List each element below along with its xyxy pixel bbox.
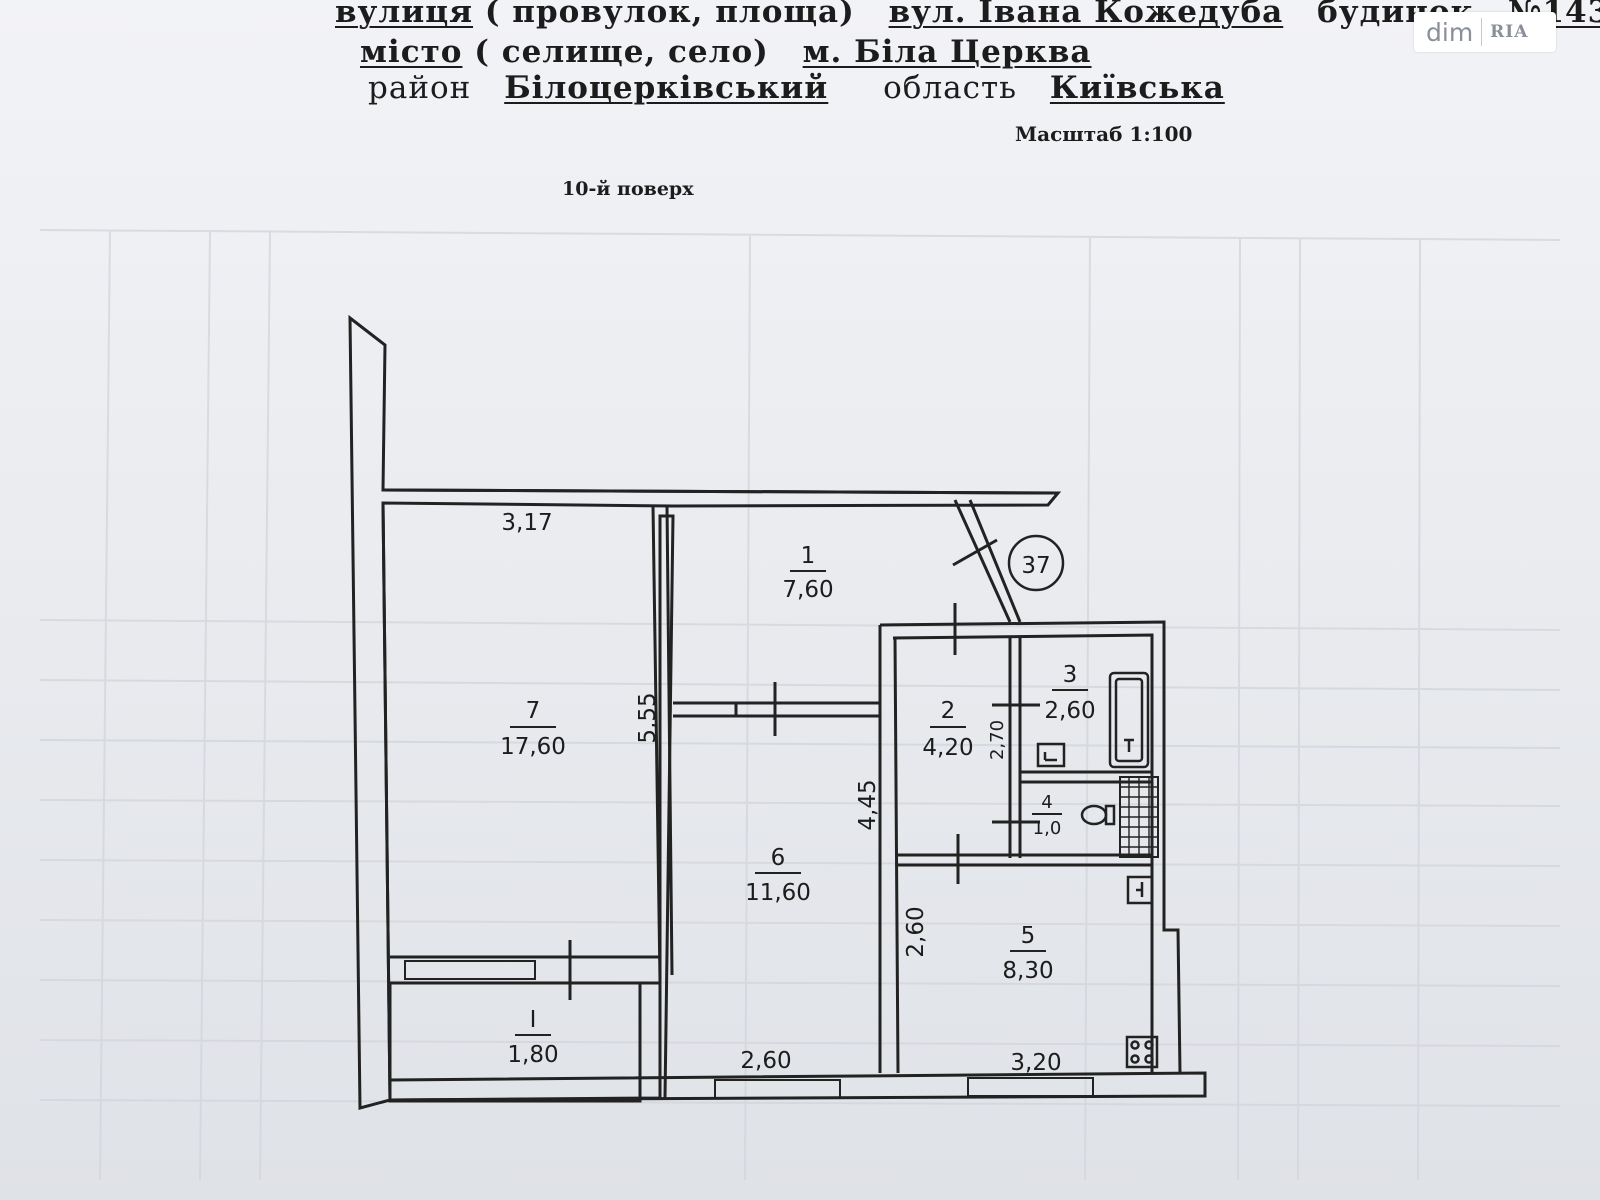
balcony-number: I bbox=[530, 1007, 537, 1033]
room-4-number: 4 bbox=[1041, 792, 1052, 813]
street-value: вул. Івана Кожедуба bbox=[888, 0, 1284, 30]
room-7-right-wall-inner bbox=[665, 505, 674, 976]
window-room-5 bbox=[967, 1077, 1094, 1097]
room-7-number: 7 bbox=[526, 698, 541, 724]
city-label: місто bbox=[360, 34, 463, 70]
watermark-brand2: RIA bbox=[1490, 22, 1529, 42]
city-value: м. Біла Церква bbox=[802, 34, 1092, 70]
city-line: місто ( селище, село) м. Біла Церква bbox=[360, 34, 1092, 70]
room-4-area: 1,0 bbox=[1033, 818, 1062, 839]
dimension-room6-width: 2,60 bbox=[740, 1048, 791, 1074]
room-7-area: 17,60 bbox=[500, 734, 566, 760]
dimension-room7-width: 3,17 bbox=[501, 510, 552, 536]
apartment-number-badge: 37 bbox=[1007, 534, 1065, 592]
dimension-room3-length: 2,70 bbox=[987, 720, 1008, 760]
watermark-brand: dim bbox=[1426, 17, 1474, 47]
room-2-area: 4,20 bbox=[922, 735, 973, 761]
apartment-number: 37 bbox=[1021, 553, 1050, 579]
district-line: район Білоцерківський область Київська bbox=[368, 70, 1225, 106]
region-value: Київська bbox=[1049, 70, 1225, 106]
room-3-number: 3 bbox=[1063, 662, 1078, 688]
dimension-room7-length: 5,55 bbox=[635, 692, 661, 743]
balcony-door-window bbox=[404, 960, 536, 980]
corridor-top-wall bbox=[382, 488, 1059, 495]
room-1-number: 1 bbox=[801, 543, 816, 569]
room-4: 4 1,0 bbox=[1032, 792, 1062, 839]
stove-icon bbox=[1125, 1035, 1159, 1069]
room-5-area: 8,30 bbox=[1002, 958, 1053, 984]
ventilation-hatch bbox=[1120, 777, 1158, 857]
dimension-room5-width: 3,20 bbox=[1010, 1050, 1061, 1076]
room-balcony: I 1,80 bbox=[507, 1007, 558, 1068]
room-6-number: 6 bbox=[771, 845, 786, 871]
street-hint: ( провулок, площа) bbox=[484, 0, 855, 30]
street-label: вулиця bbox=[335, 0, 474, 30]
wet-block-inner bbox=[892, 633, 1154, 1073]
room-7-walls bbox=[381, 502, 675, 1102]
city-hint: ( селище, село) bbox=[474, 34, 769, 70]
dimension-room6-length: 4,45 bbox=[855, 779, 881, 830]
toilet-icon bbox=[1080, 804, 1116, 826]
room-7-right-wall bbox=[651, 505, 662, 981]
window-room-6 bbox=[714, 1079, 841, 1099]
room-3-area: 2,60 bbox=[1044, 698, 1095, 724]
street-line: вулиця ( провулок, площа) вул. Івана Кож… bbox=[335, 0, 1600, 30]
region-label: область bbox=[883, 70, 1018, 106]
room-2-number: 2 bbox=[941, 698, 956, 724]
room-5: 5 8,30 bbox=[1002, 923, 1053, 984]
wet-block-outer bbox=[879, 620, 1182, 1074]
room-2-left-wall-inner bbox=[893, 637, 900, 1074]
balcony-area: 1,80 bbox=[507, 1042, 558, 1068]
kitchen-sink-icon bbox=[1126, 875, 1154, 905]
room-5-number: 5 bbox=[1021, 923, 1036, 949]
room-3: 3 2,60 bbox=[1044, 662, 1095, 724]
dimria-watermark: dim RIA bbox=[1414, 12, 1556, 52]
dimension-room5-length: 2,60 bbox=[903, 906, 929, 957]
bathtub-icon bbox=[1108, 671, 1150, 769]
room-2: 2 4,20 bbox=[922, 698, 973, 761]
scale-note: Масштаб 1:100 bbox=[1015, 122, 1193, 146]
floor-title: 10-й поверх bbox=[562, 178, 694, 200]
room-6-area: 11,60 bbox=[745, 880, 811, 906]
room-1: 1 7,60 bbox=[782, 543, 833, 603]
watermark-divider bbox=[1481, 18, 1483, 46]
room-6: 6 11,60 bbox=[745, 845, 811, 906]
west-slab-outline bbox=[348, 314, 1062, 1110]
entrance-door bbox=[953, 499, 1022, 623]
district-value: Білоцерківський bbox=[504, 70, 829, 106]
room-7: 7 17,60 bbox=[500, 698, 566, 760]
room-1-area: 7,60 bbox=[782, 577, 833, 603]
entrance-door-mark bbox=[952, 538, 998, 567]
sink-icon bbox=[1036, 742, 1066, 768]
district-label: район bbox=[368, 70, 472, 106]
